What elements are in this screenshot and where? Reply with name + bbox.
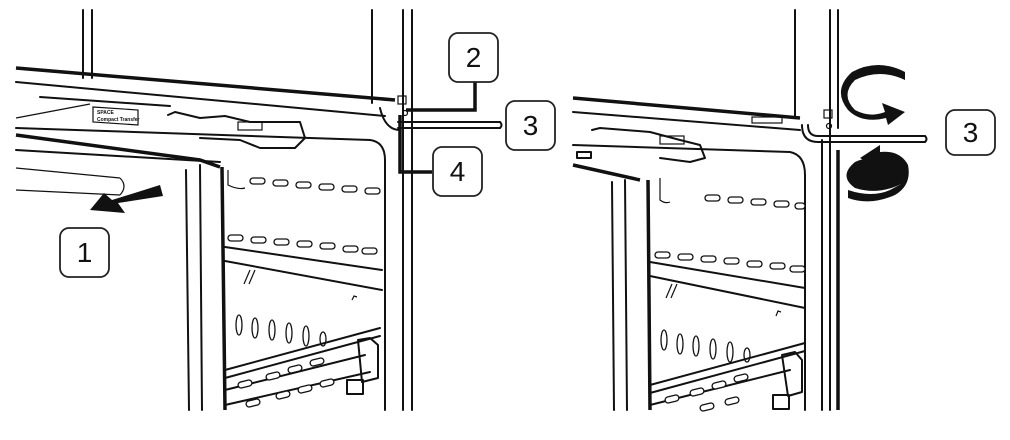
drawer-top-rim bbox=[39, 96, 171, 107]
allen-key-end bbox=[499, 121, 503, 129]
right-panel bbox=[572, 9, 928, 412]
rail-slots bbox=[664, 373, 749, 412]
shelf-line bbox=[224, 260, 383, 291]
sticker-line2: Compact Transfer bbox=[97, 117, 140, 123]
divider-bottom bbox=[15, 81, 386, 117]
allen-key-bottom bbox=[807, 124, 926, 137]
rail-stopper bbox=[772, 394, 790, 410]
vent-row-2 bbox=[654, 251, 806, 273]
drawer-front-side bbox=[199, 164, 203, 411]
sticker bbox=[92, 106, 139, 126]
vent-bracket bbox=[227, 170, 246, 190]
callout-1: 1 bbox=[59, 227, 110, 278]
drawer-handle-curve bbox=[119, 177, 125, 196]
drawer-front-side bbox=[185, 169, 190, 411]
callout-3-left-label: 3 bbox=[523, 110, 539, 141]
shelf-line bbox=[649, 275, 806, 309]
basket-slots bbox=[235, 314, 327, 347]
vent-row-1 bbox=[249, 177, 381, 195]
callout-2-label: 2 bbox=[466, 42, 482, 73]
callout-4: 4 bbox=[432, 146, 483, 197]
hinge-screw-icon bbox=[401, 109, 409, 117]
pull-arrow-icon bbox=[90, 185, 163, 213]
hinge-body bbox=[379, 107, 401, 131]
shelf-clip bbox=[775, 310, 782, 317]
rail-bracket bbox=[357, 337, 379, 383]
basket-slots bbox=[660, 329, 751, 363]
rotate-clockwise-icon bbox=[840, 65, 905, 125]
callout-3-right: 3 bbox=[945, 109, 996, 156]
callout-3-right-label: 3 bbox=[963, 117, 979, 148]
divider-latch bbox=[751, 116, 783, 124]
divider-top bbox=[572, 96, 801, 120]
left-panel: SPACE Compact Transfer bbox=[15, 9, 503, 411]
rail-bottom bbox=[224, 371, 371, 406]
drawer-front-side bbox=[220, 166, 227, 411]
divider-bottom bbox=[572, 111, 801, 131]
rail-top bbox=[649, 342, 806, 386]
rail-top bbox=[224, 335, 381, 379]
callout-3-left: 3 bbox=[505, 100, 556, 151]
cabinet-inner-outline bbox=[15, 127, 386, 411]
hinge-screw-icon bbox=[825, 122, 833, 130]
drawer-handle-line bbox=[15, 167, 121, 179]
allen-key-top bbox=[801, 124, 926, 143]
drawer-latch bbox=[237, 121, 263, 131]
drawer-rim-inner bbox=[15, 103, 91, 119]
drawer-mechanism bbox=[167, 111, 306, 149]
rail-stopper bbox=[346, 379, 364, 395]
leader-line-4 bbox=[398, 115, 432, 174]
leader-line-2 bbox=[406, 80, 477, 112]
sticker-line1: SPACE bbox=[97, 110, 115, 116]
shelf-clip bbox=[351, 295, 358, 301]
drawer-front-side bbox=[646, 179, 652, 411]
drawer-latch bbox=[659, 135, 685, 145]
drawer-front-side bbox=[624, 179, 628, 411]
drawer-front-top-edge bbox=[572, 163, 641, 182]
shelf-line bbox=[649, 261, 806, 289]
drawer-mechanism bbox=[591, 127, 706, 163]
drawer-tab bbox=[576, 151, 592, 159]
shelf-tick bbox=[248, 269, 256, 285]
shelf-tick bbox=[665, 283, 673, 299]
drawer-handle-line bbox=[15, 189, 121, 196]
shelf-tick bbox=[243, 269, 251, 285]
rail-top bbox=[649, 350, 806, 394]
vent-bracket bbox=[659, 178, 671, 204]
cabinet-inner-outline bbox=[572, 144, 806, 411]
hinge-part bbox=[823, 109, 833, 119]
hinge-part bbox=[397, 95, 407, 105]
rotate-counterclockwise-icon bbox=[846, 145, 909, 202]
rail-slots bbox=[237, 357, 335, 408]
callout-2: 2 bbox=[448, 32, 499, 83]
vent-row-2 bbox=[227, 234, 378, 255]
drawer-front-side bbox=[611, 181, 615, 411]
drawer-front-top bbox=[15, 149, 221, 163]
rail-bracket bbox=[781, 351, 803, 397]
callout-4-label: 4 bbox=[450, 156, 466, 187]
allen-key-end bbox=[924, 135, 928, 143]
divider-top bbox=[15, 66, 396, 102]
vent-row-1 bbox=[704, 194, 806, 210]
shelf-tick bbox=[670, 283, 678, 299]
shelf-line bbox=[224, 246, 383, 271]
drawer-front-top-edge bbox=[15, 133, 221, 169]
callout-1-label: 1 bbox=[77, 237, 93, 268]
rail-top bbox=[224, 327, 381, 371]
